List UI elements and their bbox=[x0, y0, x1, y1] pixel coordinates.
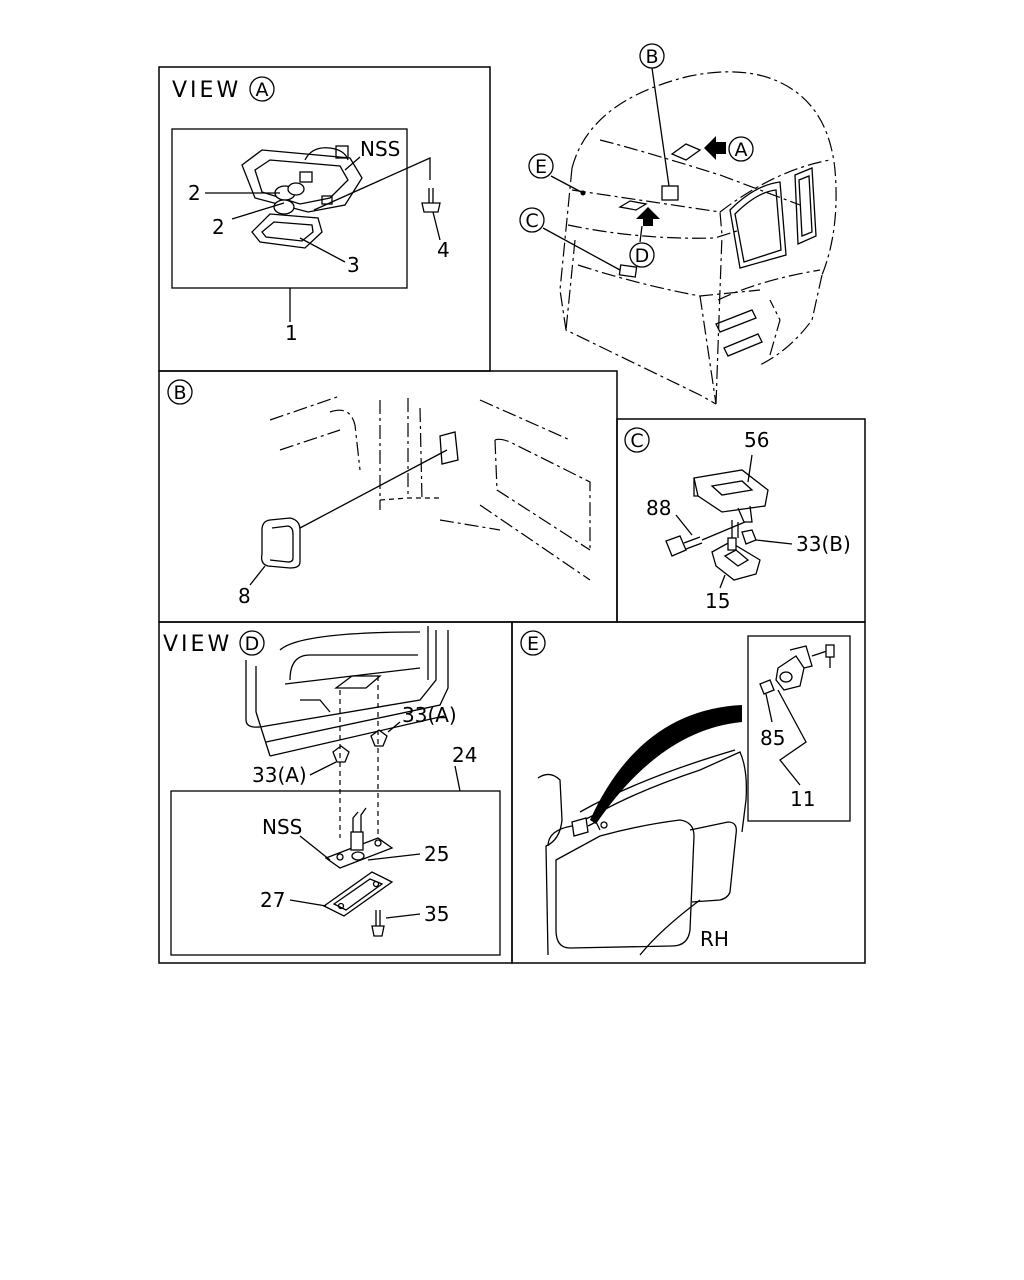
label-2-upper: 2 bbox=[188, 181, 201, 205]
callout-c-circle bbox=[519, 207, 545, 233]
panel-c: C 56 88 33(B) 15 bbox=[624, 427, 851, 613]
view-d-title: VIEW bbox=[163, 632, 232, 657]
view-d-arrow bbox=[636, 207, 660, 226]
label-88: 88 bbox=[646, 496, 671, 520]
label-33a-left: 33(A) bbox=[252, 763, 307, 787]
callout-e-circle bbox=[528, 153, 554, 179]
label-33a-right: 33(A) bbox=[402, 703, 457, 727]
lamp-base-25 bbox=[324, 807, 394, 869]
door-lamp-11 bbox=[571, 817, 589, 837]
view-a-title: VIEW bbox=[172, 78, 241, 103]
bolt-88 bbox=[665, 535, 703, 557]
assembly-24-box bbox=[170, 790, 501, 956]
lamp-location-d bbox=[618, 200, 648, 211]
bulbs bbox=[273, 182, 305, 215]
callout-d: D bbox=[635, 245, 650, 267]
screw-4 bbox=[421, 188, 441, 213]
view-a-arrow bbox=[704, 136, 726, 160]
callout-a-circle bbox=[728, 136, 754, 162]
callout-c: C bbox=[525, 210, 538, 232]
label-24: 24 bbox=[452, 743, 477, 767]
nut-33b bbox=[741, 529, 757, 545]
label-1: 1 bbox=[285, 321, 298, 345]
panel-e-circle-letter: E bbox=[527, 633, 539, 655]
detail-inset-box bbox=[747, 635, 851, 822]
lamp-11-detail bbox=[775, 644, 835, 691]
lamp-15 bbox=[711, 520, 761, 581]
lamp-location-c bbox=[618, 264, 638, 278]
label-35: 35 bbox=[424, 902, 449, 926]
panel-e-circle bbox=[520, 630, 546, 656]
callout-b-circle bbox=[639, 43, 665, 69]
dome-lamp-housing bbox=[241, 145, 363, 213]
callout-d-circle bbox=[629, 242, 655, 268]
label-2-lower: 2 bbox=[212, 215, 225, 239]
panel-c-circle bbox=[624, 427, 650, 453]
label-nss-a: NSS bbox=[360, 137, 400, 161]
callout-a: A bbox=[735, 139, 748, 161]
panel-frames bbox=[158, 66, 866, 964]
label-11: 11 bbox=[790, 787, 815, 811]
label-3: 3 bbox=[347, 253, 360, 277]
label-rh: RH bbox=[700, 927, 729, 951]
label-25: 25 bbox=[424, 842, 449, 866]
screw-35 bbox=[371, 910, 385, 937]
label-33b: 33(B) bbox=[796, 532, 851, 556]
bracket-56 bbox=[693, 469, 769, 513]
callout-e: E bbox=[535, 156, 547, 178]
panel-e: E 85 11 RH bbox=[520, 630, 851, 956]
view-a-circle bbox=[249, 76, 275, 102]
dome-lamp-lens bbox=[251, 213, 323, 249]
label-27: 27 bbox=[260, 888, 285, 912]
lamp-location-a bbox=[670, 143, 702, 161]
label-nss-d: NSS bbox=[262, 815, 302, 839]
view-a-panel: VIEW A bbox=[171, 76, 450, 345]
panel-c-circle-letter: C bbox=[630, 430, 643, 452]
view-d-circle bbox=[239, 630, 265, 656]
view-a-circle-letter: A bbox=[256, 79, 269, 101]
nut-33a-left bbox=[332, 745, 350, 763]
cab-overview: B A E C D bbox=[519, 43, 837, 405]
lamp-8 bbox=[260, 517, 301, 569]
label-15: 15 bbox=[705, 589, 730, 613]
label-8: 8 bbox=[238, 584, 251, 608]
lamp-location-b bbox=[661, 185, 679, 201]
lens-27 bbox=[322, 871, 394, 917]
view-d-panel: VIEW D bbox=[163, 626, 501, 956]
panel-b-circle bbox=[167, 379, 193, 405]
label-56: 56 bbox=[744, 428, 769, 452]
panel-b: B 8 bbox=[167, 379, 591, 608]
label-85: 85 bbox=[760, 726, 785, 750]
callout-b: B bbox=[645, 46, 658, 68]
detail-zoom-wedge bbox=[590, 705, 742, 824]
view-d-circle-letter: D bbox=[245, 633, 260, 655]
panel-b-circle-letter: B bbox=[173, 382, 186, 404]
label-4: 4 bbox=[437, 238, 450, 262]
bulb-85 bbox=[759, 679, 775, 695]
